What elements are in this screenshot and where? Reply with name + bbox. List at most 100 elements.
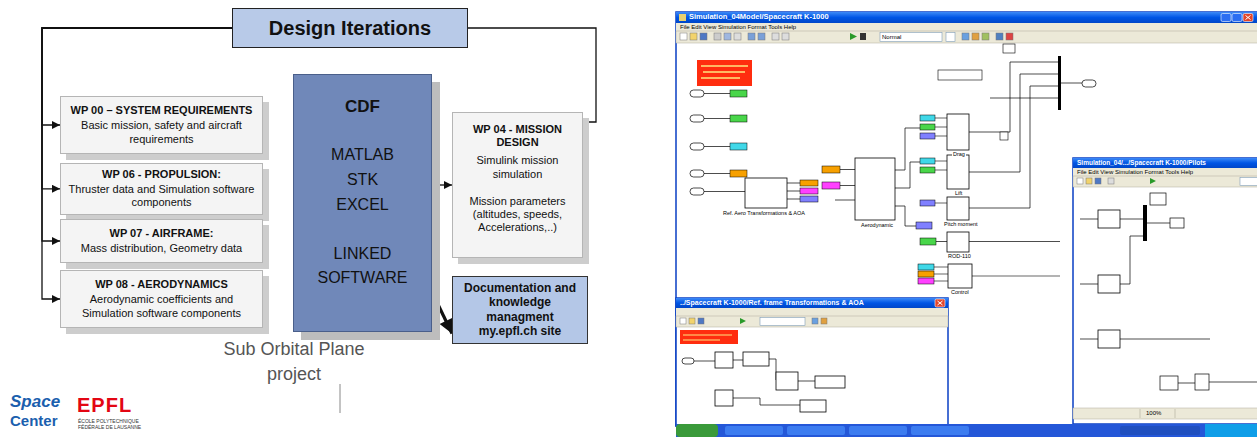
- block-name: Control: [950, 289, 970, 295]
- package-body: Aerodynamic coefficients and Simulation …: [67, 293, 256, 319]
- ref-frame-window-part: [938, 301, 943, 305]
- pilots-window-part: [1098, 275, 1120, 293]
- model-blocks-part: [690, 170, 704, 177]
- ref-frame-window-part: [676, 298, 948, 426]
- package-body: Mass distribution, Geometry data: [81, 242, 242, 255]
- model-blocks-part: [918, 278, 934, 284]
- taskbar: [676, 424, 1257, 437]
- model-blocks-part: [822, 182, 840, 189]
- model-blocks-part: [1082, 80, 1096, 87]
- model-blocks-part: [800, 180, 818, 186]
- ref-frame-window-part: [743, 352, 769, 366]
- menu-bar: File Edit View Simulation Format Tools H…: [1077, 169, 1193, 176]
- pilots-window-part: [1143, 205, 1147, 241]
- taskbar-part: [849, 426, 907, 435]
- pilots-window-part: [1150, 193, 1166, 205]
- documentation-box: Documentation and knowledge managment my…: [452, 276, 588, 344]
- model-blocks-part: [920, 238, 936, 245]
- taskbar-part: [676, 424, 1257, 437]
- model-blocks-part: [918, 271, 934, 277]
- ref-frame-window-part: [760, 318, 805, 326]
- tool-name: MATLAB: [331, 143, 394, 168]
- flow-connector: [468, 28, 596, 122]
- toolbar-icons-part: [714, 33, 721, 40]
- toolbar-icons-part: [946, 33, 955, 42]
- model-blocks-part: [822, 166, 840, 173]
- pilots-window-part: [1073, 158, 1257, 424]
- pilots-window-part: [1086, 178, 1092, 184]
- model-blocks-part: [730, 143, 747, 150]
- box-title: CDF: [345, 97, 380, 117]
- pilots-window-part: [1098, 210, 1120, 228]
- main-model-window-part: [1243, 14, 1253, 22]
- ref-frame-window-part: [683, 335, 732, 340]
- main-model-window: [676, 12, 1257, 426]
- pilots-window-part: [1240, 178, 1257, 186]
- iteration-box: Design Iterations: [232, 8, 468, 48]
- model-blocks-part: [947, 197, 969, 220]
- block-name: ROD-110: [947, 253, 972, 259]
- toolbar-icons-part: [962, 33, 969, 40]
- logo-word: EPFL: [77, 394, 132, 417]
- mission-design-box: WP 04 - MISSION DESIGNSimulink mission s…: [452, 112, 583, 258]
- model-blocks-part: [730, 115, 747, 122]
- ref-frame-window-part: [776, 372, 798, 390]
- model-blocks-part: [920, 200, 935, 206]
- block-name: Ref. Aero Transformations & AOA: [722, 210, 806, 216]
- window-title: ../Spacecraft K-1000/Ref. frame Transfor…: [680, 299, 864, 307]
- taskbar-part: [1205, 424, 1257, 437]
- window-title: Simulation_04Model/Spacecraft K-1000: [689, 13, 829, 22]
- ref-frame-window-part: [689, 318, 695, 324]
- model-blocks-part: [920, 115, 935, 121]
- tool-name: STK: [347, 168, 378, 193]
- model-blocks-part: [690, 143, 704, 150]
- toolbar-icons-part: [772, 33, 779, 40]
- toolbar-icons-part: [982, 33, 989, 40]
- ref-frame-window-part: [698, 318, 704, 324]
- work-package-box: WP 07 - AIRFRAME:Mass distribution, Geom…: [60, 219, 263, 263]
- ref-frame-window-part: [680, 330, 738, 344]
- work-package-box: WP 08 - AERODYNAMICSAerodynamic coeffici…: [60, 270, 263, 328]
- model-blocks-part: [920, 124, 935, 130]
- model-blocks-part: [938, 70, 982, 80]
- ref-frame-window-part: [680, 318, 686, 324]
- pilots-window-part: [1170, 218, 1184, 228]
- pilots-window-part: [1073, 168, 1257, 176]
- model-blocks-part: [800, 196, 818, 202]
- model-blocks-part: [1000, 132, 1008, 140]
- toolbar-icons-part: [734, 33, 741, 40]
- main-model-window-part: [676, 12, 1257, 426]
- block-name: Aerodynamic: [860, 222, 894, 228]
- ref-frame-window-part: [815, 376, 845, 388]
- pilots-window-part: [1195, 374, 1209, 390]
- main-model-window-part: [676, 12, 1257, 23]
- package-body: Mission parameters (altitudes, speeds, A…: [458, 195, 577, 235]
- ref-frame-window-part: [676, 316, 948, 327]
- block-name: Drag: [952, 151, 966, 157]
- ref-frame-window-part: [676, 308, 948, 316]
- pilots-window: [1073, 158, 1257, 424]
- ref-frame-window-part: [715, 352, 733, 368]
- model-blocks-part: [895, 128, 920, 226]
- output-arrow: [432, 292, 452, 334]
- menu-bar: File Edit View Simulation Format Tools H…: [680, 24, 796, 31]
- package-heading: WP 00 – SYSTEM REQUIREMENTS: [71, 104, 253, 117]
- model-blocks-part: [947, 155, 969, 189]
- toolbar-icons-part: [758, 33, 765, 40]
- model-blocks-part: [935, 118, 947, 203]
- tool-name: EXCEL: [336, 193, 388, 218]
- taskbar-part: [676, 424, 718, 437]
- work-package-box: WP 06 - PROPULSION:Thruster data and Sim…: [60, 163, 263, 215]
- zoom-field: Normal: [882, 34, 901, 41]
- block-name: Lift: [954, 190, 963, 196]
- pilots-window-part: [1098, 330, 1120, 348]
- box-note: LINKED SOFTWARE: [313, 242, 413, 290]
- toolbar-icons-part: [690, 33, 697, 40]
- pilots-window-part: [1108, 178, 1114, 184]
- flow-connector: [432, 184, 452, 185]
- logo-subtitle: ÉCOLE POLYTECHNIQUE FÉDÉRALE DE LAUSANNE: [78, 418, 158, 430]
- main-model-window-part: [1221, 14, 1231, 22]
